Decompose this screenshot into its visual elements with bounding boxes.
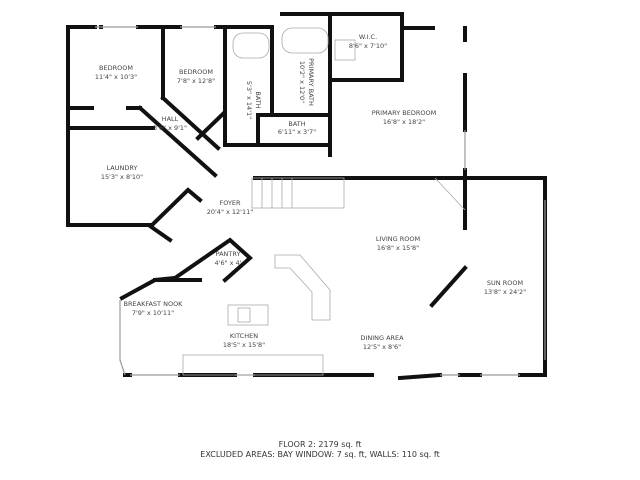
room-name: PRIMARY BATH: [307, 58, 315, 106]
room-size: 16'8" x 18'2": [383, 118, 425, 126]
room-name: KITCHEN: [230, 332, 258, 340]
room-name: W.I.C.: [359, 33, 377, 41]
kitchen-counter: [182, 354, 324, 376]
room-size: 10'2" x 12'0": [298, 61, 306, 103]
staircase: [251, 177, 345, 209]
room-size: 8'6" x 7'10": [349, 42, 387, 50]
room-name: SUN ROOM: [487, 279, 523, 287]
excluded-areas-text: EXCLUDED AREAS: BAY WINDOW: 7 sq. ft, WA…: [200, 450, 440, 459]
room-size: 7'8" x 12'8": [177, 77, 215, 85]
cooktop: [237, 307, 251, 323]
room-name: LAUNDRY: [107, 164, 138, 172]
room-name: PANTRY: [216, 250, 241, 258]
room-name: BEDROOM: [179, 68, 213, 76]
room-name: BATH: [254, 91, 262, 108]
room-name: FOYER: [219, 199, 241, 207]
room-size: 12'5" x 8'6": [363, 343, 401, 351]
fixtures: [182, 27, 466, 376]
room-name: PRIMARY BEDROOM: [372, 109, 436, 117]
room-size: 3'6" x 9'1": [153, 124, 187, 132]
kitchen-island: [227, 304, 269, 326]
room-size: 20'4" x 12'11": [207, 208, 253, 216]
shower: [334, 39, 356, 61]
room-size: 16'8" x 15'8": [377, 244, 419, 252]
room-size: 15'3" x 8'10": [101, 173, 143, 181]
room-size: 4'6" x 4': [215, 259, 242, 267]
windows: [95, 26, 546, 376]
room-size: 5'3" x 14'1": [245, 81, 253, 119]
room-name: DINING AREA: [360, 334, 404, 342]
bathtub: [232, 32, 270, 59]
room-name: BREAKFAST NOOK: [124, 300, 184, 308]
floor-area-text: FLOOR 2: 2179 sq. ft: [278, 440, 362, 449]
room-size: 7'9" x 10'11": [132, 309, 174, 317]
room-size: 6'11" x 3'7": [278, 128, 316, 136]
room-name: BEDROOM: [99, 64, 133, 72]
room-size: 18'5" x 15'8": [223, 341, 265, 349]
room-name: LIVING ROOM: [376, 235, 420, 243]
primary-tub: [281, 27, 329, 54]
room-name: BATH: [288, 120, 305, 128]
hatch: [434, 177, 466, 211]
room-size: 13'8" x 24'2": [484, 288, 526, 296]
bar-counter: [274, 254, 331, 321]
room-name: HALL: [162, 115, 179, 123]
room-size: 11'4" x 10'3": [95, 73, 137, 81]
room-labels: BEDROOM 11'4" x 10'3" BEDROOM 7'8" x 12'…: [95, 33, 526, 351]
